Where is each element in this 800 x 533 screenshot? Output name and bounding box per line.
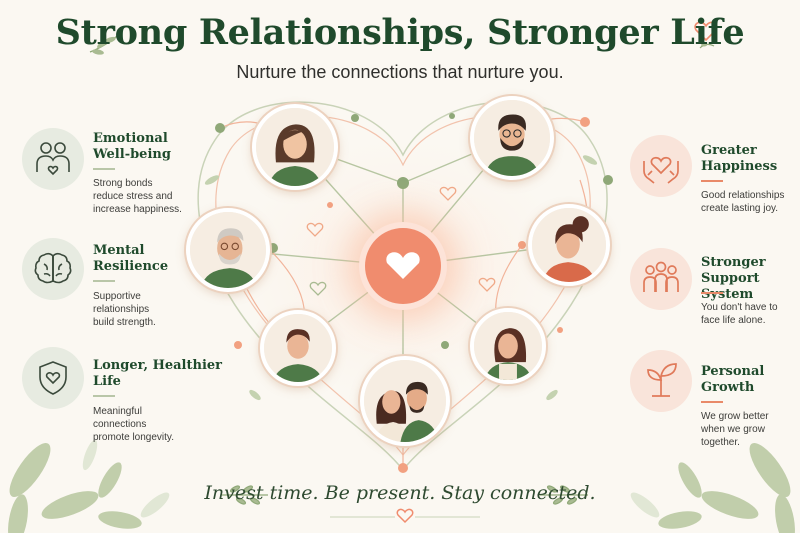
people-group-icon [630,248,692,310]
portrait-older-man [186,208,270,292]
hands-heart-icon [630,135,692,197]
divider [701,292,723,294]
emotional-wellbeing-icon [22,128,84,190]
center-heart-icon [365,228,441,304]
portrait-woman-bun [528,204,610,286]
portrait-woman [252,104,338,190]
sprout-icon [630,350,692,412]
page-title: Strong Relationships, Stronger Life [55,12,745,53]
portrait-couple [360,356,450,446]
shield-heart-icon [22,347,84,409]
brain-icon [22,238,84,300]
tagline: Invest time. Be present. Stay connected. [204,482,596,504]
page-subtitle: Nurture the connections that nurture you… [236,62,564,82]
title-heart-icon [694,21,718,49]
portrait-bearded-man [470,96,554,180]
divider [93,168,115,170]
title-sprig-icon [89,31,123,55]
divider [93,395,115,397]
portrait-girl [470,308,546,384]
divider [93,280,115,282]
portrait-boy [260,310,336,386]
divider [701,401,723,403]
divider [701,180,723,182]
